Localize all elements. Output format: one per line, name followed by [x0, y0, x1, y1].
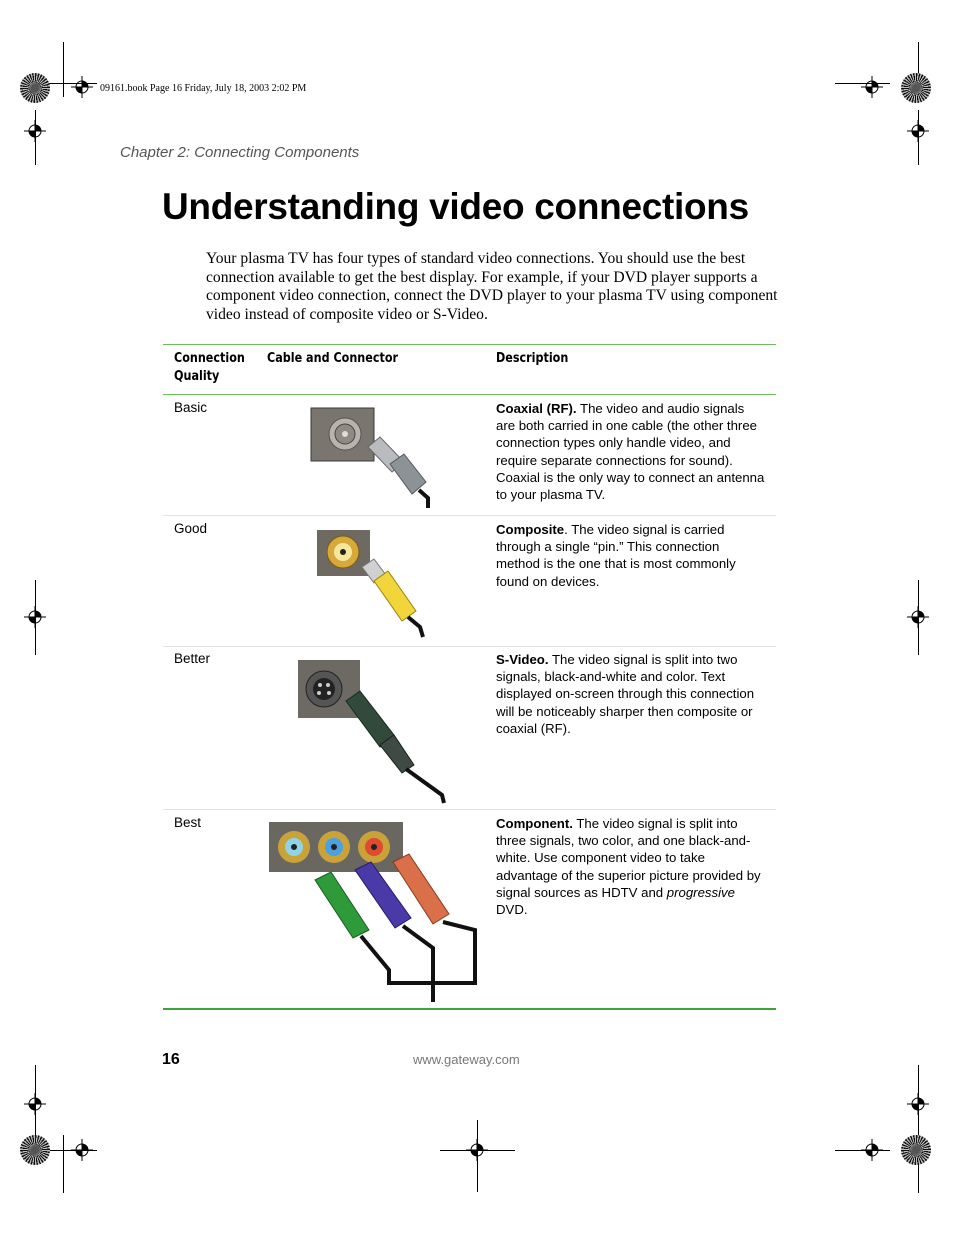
- page-title: Understanding video connections: [162, 186, 749, 227]
- quality-label: Good: [174, 521, 208, 536]
- connection-name: Composite: [496, 522, 565, 537]
- color-wheel-icon: [901, 1135, 931, 1165]
- header-quality: Connection Quality: [174, 351, 245, 384]
- registration-crosshair-icon: [907, 120, 929, 142]
- registration-crosshair-icon: [71, 76, 93, 98]
- header-rule: [163, 394, 776, 395]
- registration-crosshair-icon: [907, 1093, 929, 1115]
- registration-crosshair-icon: [466, 1139, 488, 1161]
- coaxial-connector-image: [310, 407, 430, 508]
- quality-label: Best: [174, 815, 202, 830]
- quality-label: Basic: [174, 400, 208, 415]
- registration-crosshair-icon: [24, 606, 46, 628]
- component-connector-image: [269, 822, 477, 1002]
- color-wheel-icon: [901, 73, 931, 103]
- color-wheel-icon: [20, 73, 50, 103]
- registration-crosshair-icon: [24, 1093, 46, 1115]
- registration-crosshair-icon: [24, 120, 46, 142]
- row-divider: [163, 515, 776, 516]
- connection-description: S-Video. The video signal is split into …: [496, 652, 755, 736]
- registration-crosshair-icon: [861, 76, 883, 98]
- row-divider: [163, 809, 776, 810]
- website-url: www.gateway.com: [413, 1052, 520, 1067]
- header-cable: Cable and Connector: [267, 351, 399, 366]
- quality-label: Better: [174, 651, 211, 666]
- header-description: Description: [496, 351, 569, 366]
- color-wheel-icon: [20, 1135, 50, 1165]
- connection-description: Composite. The video signal is carried t…: [496, 522, 736, 589]
- registration-crosshair-icon: [907, 606, 929, 628]
- connection-name: Component.: [496, 816, 573, 831]
- table-top-rule: [163, 344, 776, 345]
- page-number: 16: [162, 1051, 180, 1068]
- connection-name: S-Video.: [496, 652, 549, 667]
- connection-description: Coaxial (RF). The video and audio signal…: [496, 401, 765, 503]
- intro-paragraph: Your plasma TV has four types of standar…: [206, 250, 778, 323]
- table-bottom-rule: [163, 1008, 776, 1010]
- composite-connector-image: [317, 530, 425, 638]
- registration-crosshair-icon: [861, 1139, 883, 1161]
- print-info: 09161.book Page 16 Friday, July 18, 2003…: [100, 83, 307, 94]
- row-divider: [163, 646, 776, 647]
- emphasis-term: progressive: [666, 884, 735, 900]
- registration-crosshair-icon: [71, 1139, 93, 1161]
- connection-name: Coaxial (RF).: [496, 401, 577, 416]
- connection-description: Component. The video signal is split int…: [496, 816, 761, 918]
- chapter-heading: Chapter 2: Connecting Components: [120, 144, 360, 161]
- svideo-connector-image: [298, 660, 446, 804]
